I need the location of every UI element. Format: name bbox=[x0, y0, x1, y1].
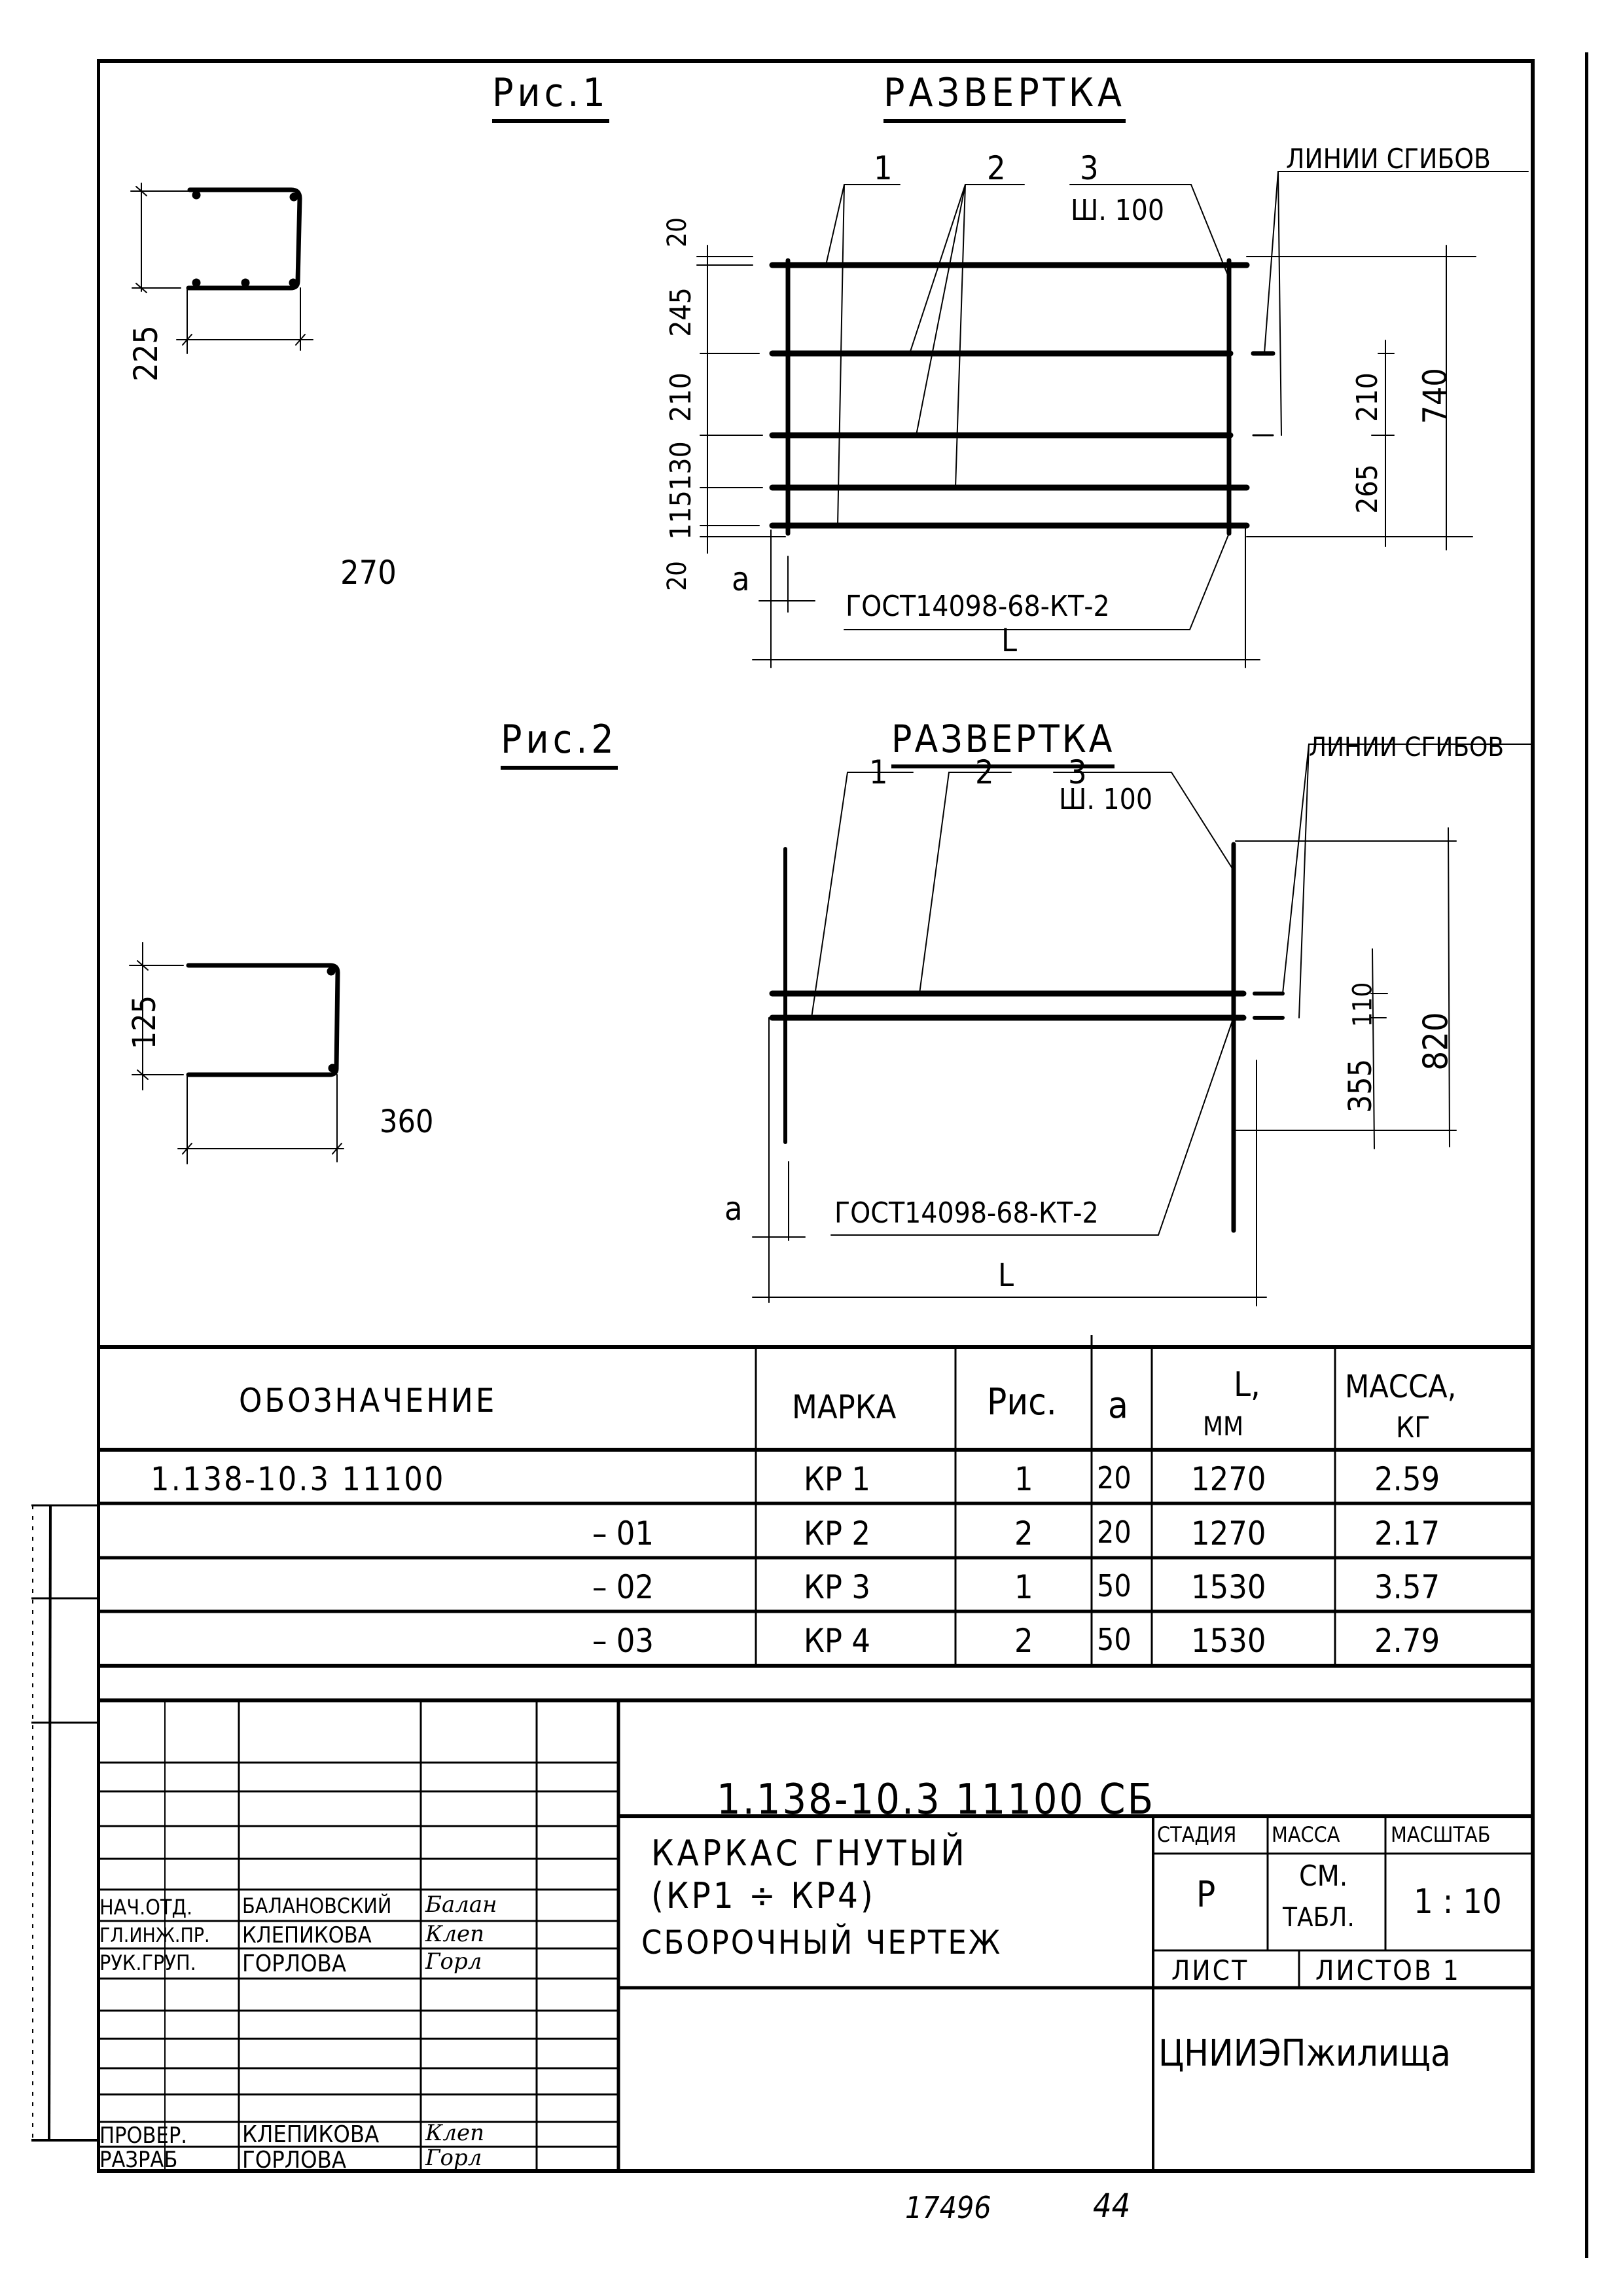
figure2-unfold-title: РАЗВЕРТКА bbox=[891, 720, 1115, 768]
document-code: 1.138-10.3 11100 СБ bbox=[717, 1776, 1156, 1824]
figure1-callout-1: 1 bbox=[874, 149, 893, 187]
figure2-width-dim: 360 bbox=[380, 1103, 434, 1140]
drawing-name-line2: (КР1 ÷ КР4) bbox=[651, 1875, 876, 1916]
stage-label: СТАДИЯ bbox=[1157, 1822, 1237, 1847]
cell-a: 20 bbox=[1097, 1460, 1132, 1496]
header-designation: ОБОЗНАЧЕНИЕ bbox=[239, 1382, 497, 1420]
cell-mark: КР 3 bbox=[804, 1568, 870, 1606]
figure1-pitch-label: Ш. 100 bbox=[1071, 194, 1165, 227]
scale-value: 1 : 10 bbox=[1414, 1882, 1502, 1922]
scale-label: МАСШТАБ bbox=[1391, 1822, 1491, 1847]
signature-role: ПРОВЕР. bbox=[99, 2123, 187, 2149]
cell-mass: 2.79 bbox=[1374, 1622, 1440, 1660]
signature-role: РАЗРАБ bbox=[99, 2147, 178, 2173]
figure2-pitch-label: Ш. 100 bbox=[1059, 783, 1153, 816]
cell-mass: 2.17 bbox=[1374, 1515, 1440, 1552]
header-mass: МАССА, bbox=[1345, 1369, 1457, 1405]
cell-a: 20 bbox=[1097, 1515, 1132, 1550]
cell-designation: – 01 bbox=[592, 1515, 654, 1552]
cell-length: 1270 bbox=[1191, 1515, 1266, 1552]
cell-length: 1530 bbox=[1191, 1568, 1266, 1606]
signature-mark: Клеп bbox=[425, 1921, 484, 1947]
mass-value-line2: ТАБЛ. bbox=[1283, 1903, 1355, 1933]
cell-designation: – 02 bbox=[592, 1568, 654, 1606]
signature-mark: Балан bbox=[425, 1892, 497, 1918]
signature-role: РУК.ГРУП. bbox=[99, 1950, 196, 1975]
cell-fig: 1 bbox=[1014, 1460, 1033, 1498]
header-length-unit: ММ bbox=[1203, 1412, 1244, 1442]
cell-mark: КР 2 bbox=[804, 1515, 870, 1552]
signature-role: ГЛ.ИНЖ.ПР. bbox=[99, 1924, 210, 1947]
signature-name: БАЛАНОВСКИЙ bbox=[242, 1893, 392, 1918]
signature-name: КЛЕПИКОВА bbox=[242, 2121, 380, 2148]
figure2-length-label: L bbox=[998, 1257, 1014, 1294]
cell-a: 50 bbox=[1097, 1622, 1132, 1657]
figure1-a-label: a bbox=[732, 560, 750, 598]
figure1-weld-standard: ГОСТ14098-68-КТ-2 bbox=[846, 590, 1110, 623]
figure1-callout-2: 2 bbox=[987, 149, 1006, 187]
cell-a: 50 bbox=[1097, 1568, 1132, 1604]
figure1-callout-3: 3 bbox=[1080, 149, 1099, 187]
drawing-name-line1: КАРКАС ГНУТЫЙ bbox=[651, 1833, 968, 1874]
stage-value: Р bbox=[1196, 1874, 1216, 1915]
cell-fig: 1 bbox=[1014, 1568, 1033, 1606]
cell-length: 1270 bbox=[1191, 1460, 1266, 1498]
figure2-bend-lines-label: ЛИНИИ СГИБОВ bbox=[1309, 732, 1505, 762]
cell-fig: 2 bbox=[1014, 1515, 1033, 1552]
sheet-label: ЛИСТ bbox=[1171, 1954, 1249, 1986]
mass-label: МАССА bbox=[1272, 1822, 1340, 1847]
cell-mass: 3.57 bbox=[1374, 1568, 1440, 1606]
figure1-length-label: L bbox=[1001, 622, 1018, 659]
drawing-frame bbox=[97, 59, 1535, 2173]
signature-name: ГОРЛОВА bbox=[242, 1950, 346, 1977]
mass-value-line1: СМ. bbox=[1299, 1859, 1348, 1893]
header-a: a bbox=[1108, 1384, 1128, 1427]
figure2-a-label: a bbox=[724, 1190, 743, 1228]
cell-designation: – 03 bbox=[592, 1622, 654, 1660]
cell-mass: 2.59 bbox=[1374, 1460, 1440, 1498]
figure2-weld-standard: ГОСТ14098-68-КТ-2 bbox=[834, 1196, 1099, 1230]
figure1-width-dim: 270 bbox=[340, 554, 397, 592]
figure1-unfold-title: РАЗВЕРТКА bbox=[883, 73, 1126, 123]
signature-mark: Горл bbox=[425, 1948, 482, 1975]
signature-name: КЛЕПИКОВА bbox=[242, 1922, 372, 1948]
drawing-name-line3: СБОРОЧНЫЙ ЧЕРТЕЖ bbox=[641, 1924, 1003, 1962]
inventory-number: 17496 bbox=[905, 2190, 991, 2225]
signature-role: НАЧ.ОТД. bbox=[99, 1895, 193, 1920]
page-edge-line bbox=[1585, 52, 1588, 2258]
cell-mark: КР 4 bbox=[804, 1622, 870, 1660]
organization: ЦНИИЭПжилища bbox=[1158, 2032, 1451, 2075]
cell-fig: 2 bbox=[1014, 1622, 1033, 1660]
cell-designation: 1.138-10.3 11100 bbox=[151, 1460, 446, 1498]
cell-mark: КР 1 bbox=[804, 1460, 870, 1498]
figure1-bend-lines-label: ЛИНИИ СГИБОВ bbox=[1286, 143, 1491, 175]
header-length: L, bbox=[1234, 1365, 1260, 1405]
cell-length: 1530 bbox=[1191, 1622, 1266, 1660]
signature-mark: Горл bbox=[425, 2145, 482, 2171]
figure2-title: Рис.2 bbox=[501, 720, 618, 770]
header-fig: Рис. bbox=[987, 1381, 1057, 1424]
signature-name: ГОРЛОВА bbox=[242, 2147, 346, 2174]
signature-mark: Клеп bbox=[425, 2120, 484, 2146]
header-mark: МАРКА bbox=[792, 1388, 897, 1426]
header-mass-unit: КГ bbox=[1396, 1411, 1431, 1444]
figure1-title: Рис.1 bbox=[492, 73, 609, 123]
page-number: 44 bbox=[1093, 2187, 1131, 2225]
sheets-label: ЛИСТОВ 1 bbox=[1315, 1954, 1461, 1986]
